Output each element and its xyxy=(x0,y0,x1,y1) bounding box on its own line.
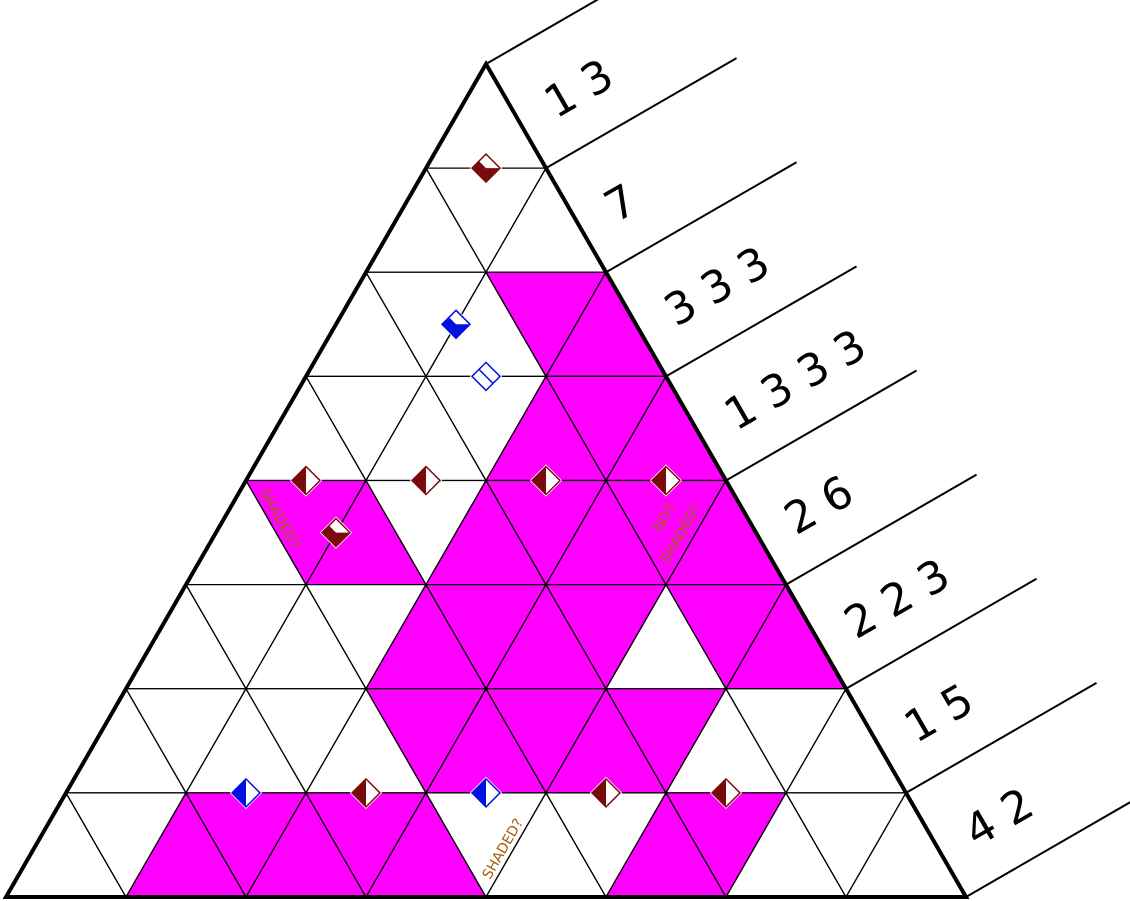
diamond-blue-icon xyxy=(439,308,473,341)
puzzle-grid-cells xyxy=(2,59,970,899)
row-clue: 4 2 xyxy=(956,778,1042,857)
row-clue: 1 3 xyxy=(536,49,622,128)
diamond-dark-icon xyxy=(469,151,503,185)
clue-divider xyxy=(545,57,738,169)
diamond-half-blue-icon xyxy=(469,776,503,810)
diamond-blue-outline-icon xyxy=(469,360,503,393)
clue-divider xyxy=(485,0,599,65)
row-clue: 1 5 xyxy=(896,674,982,753)
diamond-half-dark-icon xyxy=(409,464,443,497)
diamond-half-dark-icon xyxy=(709,776,743,810)
diamond-dark-icon xyxy=(319,516,353,549)
row-clue: 2 6 xyxy=(776,466,862,545)
clue-divider xyxy=(905,682,1098,794)
row-clue: 7 xyxy=(596,175,646,233)
clue-divider xyxy=(785,473,978,586)
diamond-half-dark-icon xyxy=(289,464,323,497)
diamond-half-dark-icon xyxy=(649,464,683,497)
edge-markers xyxy=(229,151,743,810)
clue-divider xyxy=(605,161,798,274)
diamond-half-dark-icon xyxy=(349,776,383,810)
diamond-half-dark-icon xyxy=(589,776,623,810)
clue-divider xyxy=(725,369,918,482)
clue-divider xyxy=(665,265,858,378)
row-clue: 1 3 3 3 xyxy=(716,320,875,441)
diamond-half-blue-icon xyxy=(229,776,263,810)
clue-divider xyxy=(845,577,1038,690)
diamond-half-dark-icon xyxy=(529,464,563,497)
clue-divider xyxy=(965,801,1130,898)
